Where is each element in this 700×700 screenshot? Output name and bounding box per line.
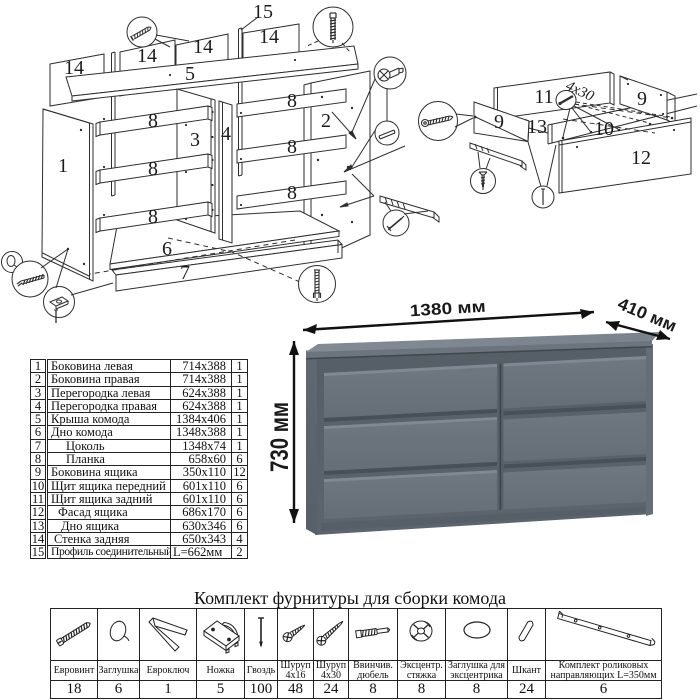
svg-text:1: 1 xyxy=(58,155,68,177)
svg-text:14: 14 xyxy=(64,57,84,79)
svg-text:8: 8 xyxy=(287,182,297,204)
svg-text:9: 9 xyxy=(637,88,647,110)
svg-text:9: 9 xyxy=(494,111,504,133)
svg-text:8: 8 xyxy=(148,110,158,132)
svg-text:730 мм: 730 мм xyxy=(266,402,294,472)
svg-text:8: 8 xyxy=(287,90,297,112)
svg-text:4: 4 xyxy=(221,123,231,145)
svg-text:6: 6 xyxy=(162,238,172,260)
svg-text:410 мм: 410 мм xyxy=(615,294,679,336)
svg-text:14: 14 xyxy=(137,45,157,67)
svg-text:15: 15 xyxy=(253,1,273,23)
svg-text:2: 2 xyxy=(321,110,331,132)
svg-text:7: 7 xyxy=(180,262,190,284)
svg-text:10: 10 xyxy=(594,118,614,140)
svg-text:1380 мм: 1380 мм xyxy=(409,298,486,321)
svg-text:11: 11 xyxy=(534,86,553,108)
svg-text:5: 5 xyxy=(185,63,195,85)
svg-text:8: 8 xyxy=(287,136,297,158)
svg-text:8: 8 xyxy=(148,206,158,228)
svg-text:14: 14 xyxy=(259,26,279,48)
svg-text:3: 3 xyxy=(190,129,200,151)
svg-text:12: 12 xyxy=(631,147,651,169)
svg-text:8: 8 xyxy=(148,158,158,180)
svg-text:14: 14 xyxy=(193,36,213,58)
svg-text:13: 13 xyxy=(527,116,547,138)
